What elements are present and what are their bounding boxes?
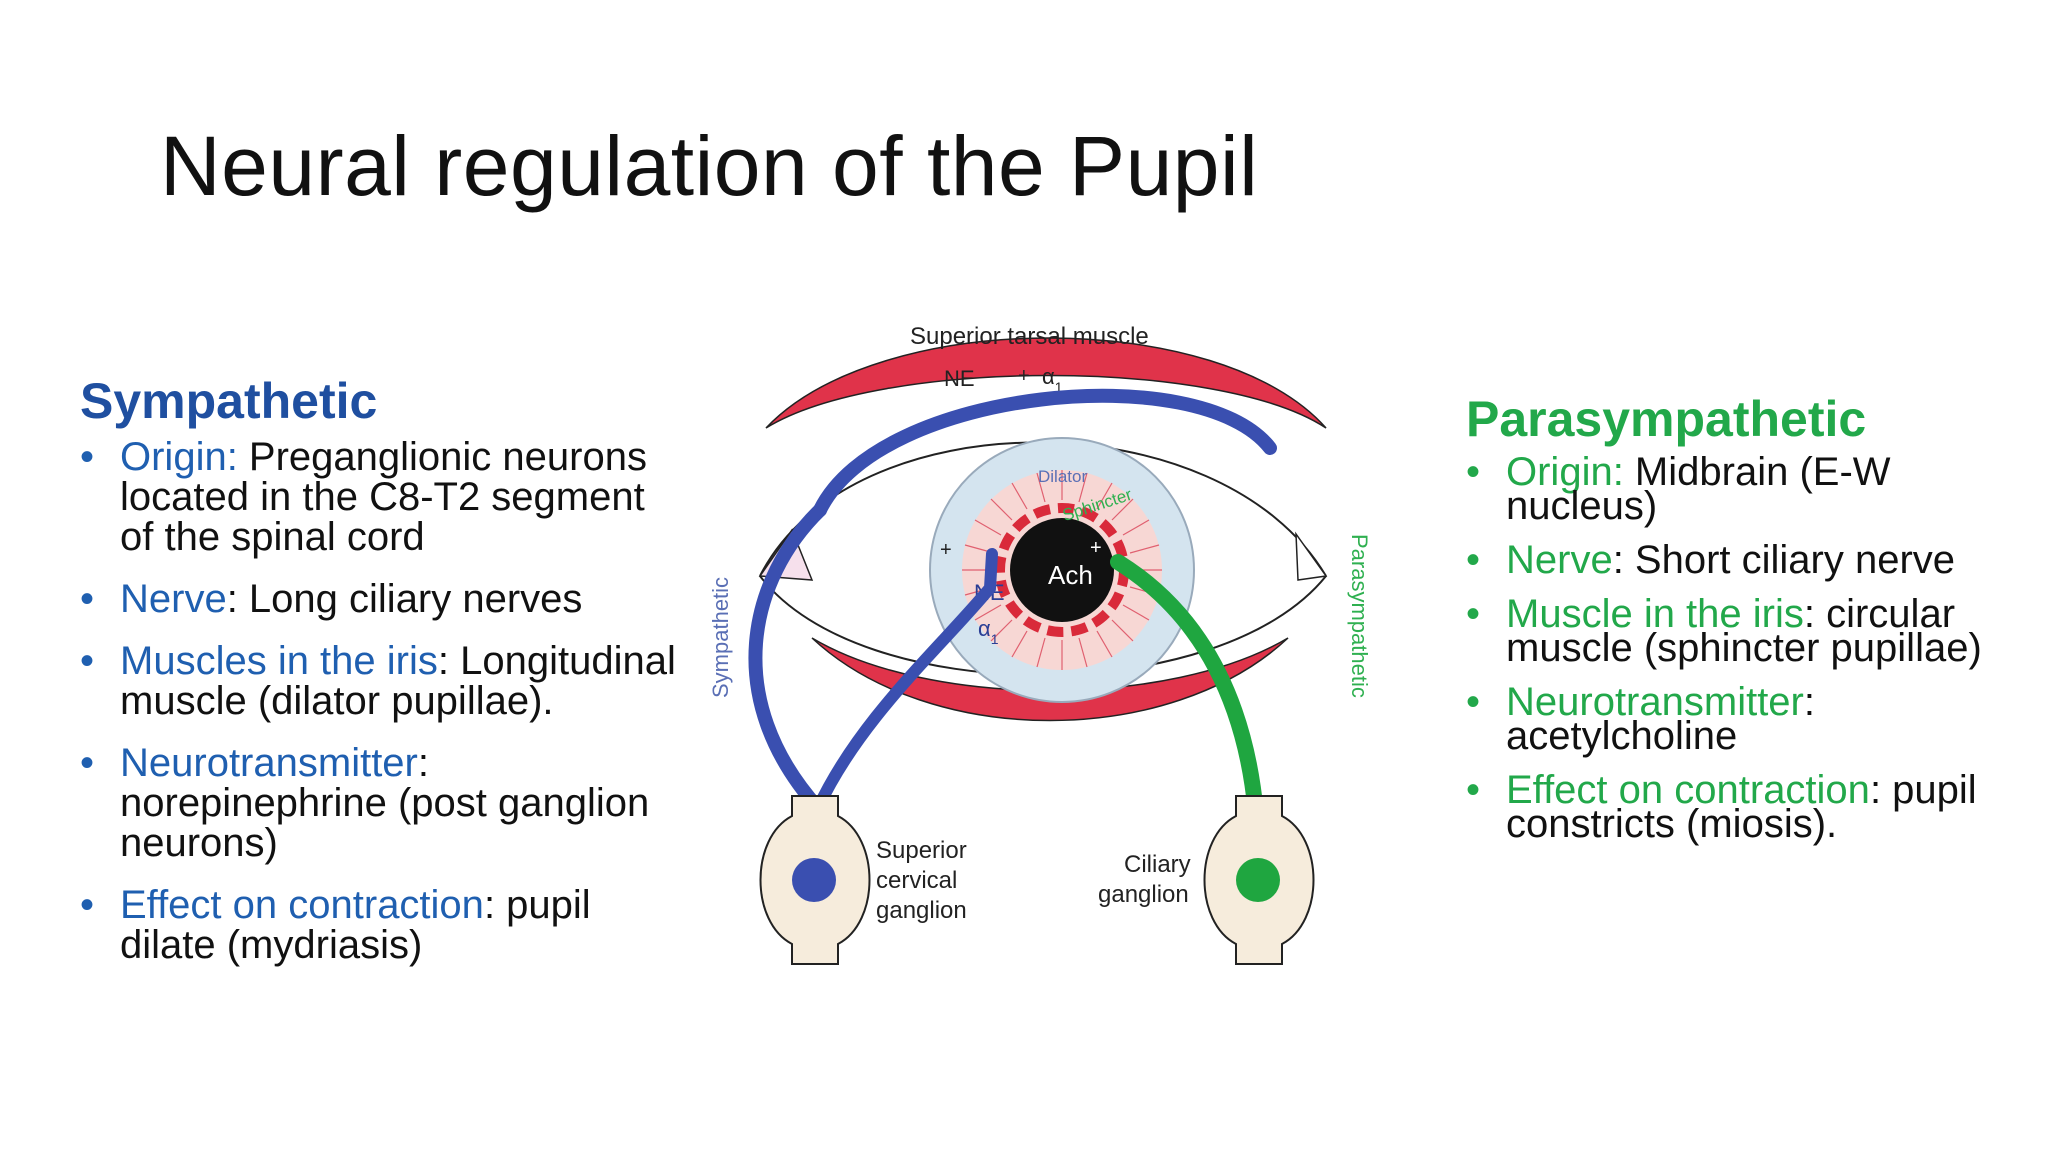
sympathetic-fiber-iris: [812, 548, 998, 814]
ciliary-label-1: Ciliary: [1124, 851, 1191, 878]
parasympathetic-heading: Parasympathetic: [1466, 391, 1867, 447]
bullet-icon: •: [1466, 592, 1481, 636]
sympathetic-fiber-trunk: [748, 503, 827, 815]
item-text: Midbrain (E-W nucleus): [1506, 450, 1891, 528]
item-key: Origin:: [120, 435, 238, 479]
item-key: Neurotransmitter: [1506, 680, 1804, 724]
ach-label: Ach: [1048, 560, 1093, 590]
list-item: • Nerve: Short ciliary nerve: [1466, 538, 2026, 582]
lower-lid-muscle: [811, 637, 1289, 722]
plus-right-label: +: [1090, 537, 1102, 559]
item-key: Origin:: [1506, 450, 1624, 494]
list-item: • Origin: Preganglionic neurons located i…: [80, 437, 680, 557]
sympathetic-list: • Origin: Preganglionic neurons located i…: [80, 437, 680, 965]
bullet-icon: •: [80, 741, 95, 785]
lateral-canthus: [1295, 531, 1328, 581]
parasympathetic-column: Parasympathetic • Origin: Midbrain (E-W n…: [1466, 392, 2026, 861]
item-text: : pupil dilate (mydriasis): [120, 883, 591, 967]
bullet-icon: •: [80, 577, 95, 621]
sympathetic-side-label: Sympathetic: [708, 577, 733, 698]
dilator-label: Dilator: [1038, 467, 1087, 486]
bullet-icon: •: [1466, 768, 1481, 812]
list-item: • Neurotransmitter: norepinephrine (post …: [80, 743, 680, 863]
list-item: • Effect on contraction: pupil constricts…: [1466, 768, 2026, 844]
sympathetic-column: Sympathetic • Origin: Preganglionic neuro…: [80, 374, 680, 987]
bullet-icon: •: [80, 639, 95, 683]
sympathetic-ganglion-node: [792, 858, 836, 902]
item-text: : Long ciliary nerves: [226, 577, 583, 621]
plus-left-label: +: [940, 539, 952, 561]
list-item: • Muscle in the iris: circular muscle (sp…: [1466, 592, 2026, 668]
bullet-icon: •: [80, 883, 95, 927]
list-item: • Origin: Midbrain (E-W nucleus): [1466, 450, 2026, 526]
item-key: Muscle in the iris: [1506, 592, 1804, 636]
plus-top-label: +: [1018, 365, 1030, 387]
parasympathetic-side-label: Parasympathetic: [1347, 534, 1372, 698]
item-key: Nerve: [120, 577, 227, 621]
pupil: [1010, 518, 1114, 622]
item-text: : Longitudinal muscle (dilator pupillae)…: [120, 639, 676, 723]
item-text: : acetylcholine: [1506, 680, 1815, 758]
alpha-top-label: α1: [1042, 364, 1063, 395]
bullet-icon: •: [80, 435, 95, 479]
sympathetic-fiber-lid: [813, 388, 1277, 517]
item-text: : circular muscle (sphincter pupillae): [1506, 592, 1982, 670]
sympathetic-heading: Sympathetic: [80, 373, 378, 429]
ne-top-label: NE: [944, 366, 975, 391]
superior-tarsal-label: Superior tarsal muscle: [910, 323, 1149, 350]
alpha-iris-label: α1: [978, 616, 999, 647]
slide-title: Neural regulation of the Pupil: [160, 119, 1259, 213]
bullet-icon: •: [1466, 680, 1481, 724]
list-item: • Neurotransmitter: acetylcholine: [1466, 680, 2026, 756]
superior-cervical-label-3: ganglion: [876, 897, 967, 924]
item-key: Effect on contraction: [1506, 768, 1870, 812]
item-key: Neurotransmitter: [120, 741, 418, 785]
item-text: : Short ciliary nerve: [1612, 538, 1956, 582]
item-key: Effect on contraction: [120, 883, 484, 927]
ciliary-label-2: ganglion: [1098, 881, 1189, 908]
superior-cervical-label-1: Superior: [876, 837, 967, 864]
item-text: : norepinephrine (post ganglion neurons): [120, 741, 650, 865]
list-item: • Effect on contraction: pupil dilate (my…: [80, 885, 680, 965]
superior-tarsal-muscle: [765, 337, 1327, 429]
item-text: Preganglionic neurons located in the C8-…: [120, 435, 647, 559]
list-item: • Muscles in the iris: Longitudinal muscl…: [80, 641, 680, 721]
parasympathetic-ganglion-node: [1236, 858, 1280, 902]
parasympathetic-list: •Origin: Midbrain (E-W nucleus) •Nerve: …: [1466, 450, 2026, 844]
list-item: • Nerve: Long ciliary nerves: [80, 579, 680, 619]
item-key: Muscles in the iris: [120, 639, 438, 683]
item-key: Nerve: [1506, 538, 1613, 582]
bullet-icon: •: [1466, 450, 1481, 494]
superior-cervical-label-2: cervical: [876, 867, 957, 894]
eye-innervation-diagram: Dilator Sphincter Ach + + NE α1 Superior…: [708, 323, 1372, 965]
bullet-icon: •: [1466, 538, 1481, 582]
item-text: : pupil constricts (miosis).: [1506, 768, 1977, 846]
